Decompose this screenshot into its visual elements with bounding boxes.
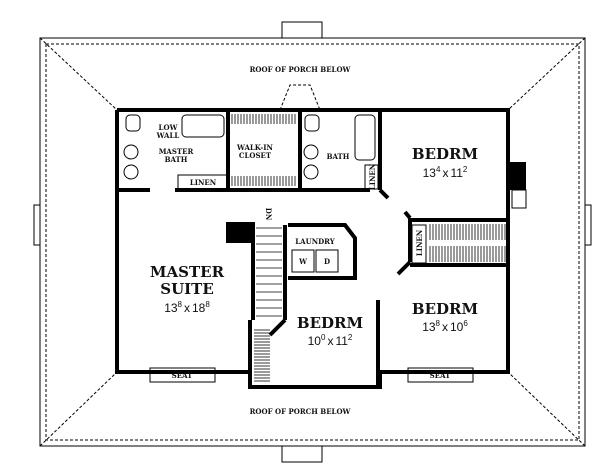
bedrm-top-right-label: BEDRM (412, 145, 478, 163)
roof-label-bottom: ROOF OF PORCH BELOW (250, 407, 351, 416)
bath-toilet-icon (304, 114, 320, 132)
master-toilet-icon (125, 114, 141, 132)
seat-label: SEAT (172, 371, 193, 380)
linen-label: LINEN (368, 163, 377, 190)
master-bath-label-2: BATH (165, 155, 188, 164)
walk-in-closet-label-2: CLOSET (239, 151, 272, 160)
sink-icon (123, 144, 139, 160)
sink-icon (303, 164, 319, 180)
walk-in-closet-label: WALK-IN (236, 143, 274, 152)
bedrm-middle-label: BEDRM (297, 314, 363, 332)
room-labels: MASTER BATH LOW WALL WALK-IN CLOSET BATH… (150, 123, 478, 380)
master-tub (181, 114, 225, 138)
master-suite-label-2: SUITE (160, 280, 214, 298)
washer-label: W (298, 257, 307, 266)
sink-icon (123, 164, 139, 180)
bath-tub (354, 114, 376, 161)
closet-rods: (function(){ const g=document.currentScr… (231, 114, 506, 382)
bath-label: BATH (327, 152, 350, 161)
fixtures (123, 114, 474, 383)
low-wall-label-2: WALL (156, 131, 180, 140)
linen-label: LINEN (415, 229, 424, 256)
chimney (508, 162, 526, 190)
master-suite-label: MASTER (150, 263, 225, 281)
stairs-dn-label: DN (264, 208, 273, 221)
roof-label-top: ROOF OF PORCH BELOW (250, 65, 351, 74)
seat-label: SEAT (430, 371, 451, 380)
bedrm-bottom-right-label: BEDRM (412, 300, 478, 318)
sink-icon (303, 144, 319, 160)
linen-label: LINEN (190, 178, 217, 187)
low-wall-label: LOW (159, 123, 178, 132)
roof-outline (33, 21, 592, 463)
laundry-label: LAUNDRY (295, 237, 336, 246)
interior-walls (117, 110, 508, 387)
master-bath-label: MASTER (159, 147, 194, 156)
dryer-label: D (324, 257, 330, 266)
